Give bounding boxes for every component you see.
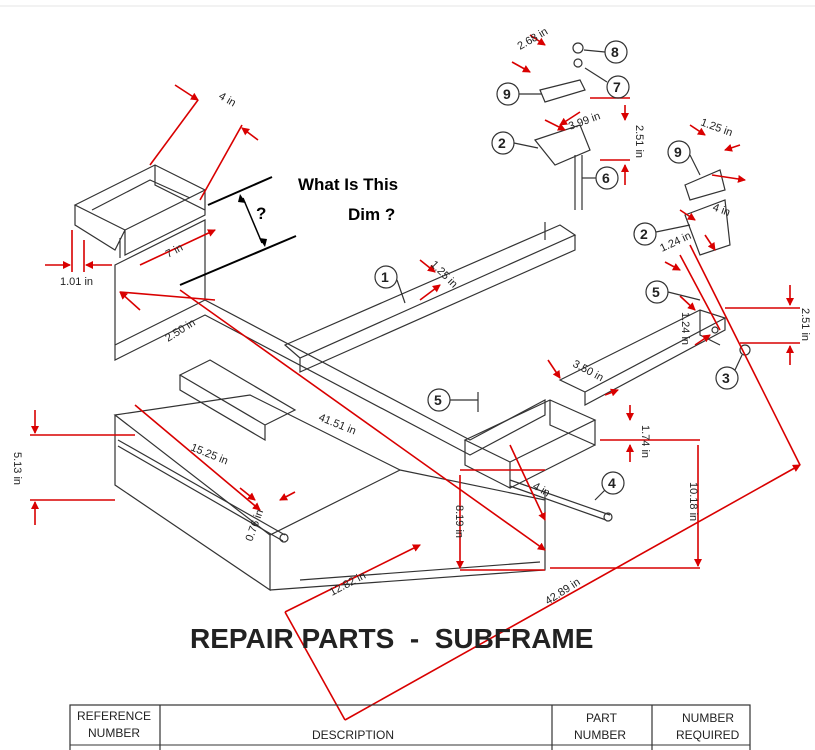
svg-text:5: 5	[434, 392, 442, 408]
dim-5-13in: 5.13 in	[11, 452, 23, 485]
callout-9b: 9	[667, 140, 701, 176]
receiver-box	[463, 399, 597, 489]
dim-4in-right: 4 in	[711, 202, 732, 219]
dim-41-51in: 41.51 in	[317, 412, 358, 438]
question-line-2: Dim ?	[348, 205, 395, 224]
part-callouts: 1 2 2 3 4 5 5 6 7 8 9 9	[374, 40, 743, 501]
dim-1-24in-a: 1.24 in	[658, 230, 693, 255]
dim-2-68in: 2.68 in	[516, 26, 551, 53]
svg-text:2: 2	[498, 135, 506, 151]
svg-text:3: 3	[722, 370, 730, 386]
rod	[117, 439, 286, 542]
callout-7: 7	[584, 67, 630, 99]
dim-15-25in: 15.25 in	[189, 442, 230, 468]
th-part-1: PART	[586, 711, 618, 725]
dim-1-24in-b: 1.24 in	[679, 312, 691, 345]
question-line-1: What Is This	[298, 175, 398, 194]
callout-3: 3	[715, 354, 743, 390]
dimension-lines	[30, 34, 801, 721]
dim-1-25in-right: 1.25 in	[699, 117, 734, 140]
pin	[509, 479, 611, 521]
callout-5b: 5	[645, 280, 701, 304]
main-beam	[114, 219, 546, 456]
dim-2-51in-top: 2.51 in	[633, 125, 645, 158]
lower-leg	[178, 359, 297, 442]
dim-2-51in-right: 2.51 in	[799, 308, 811, 341]
callout-6: 6	[582, 166, 619, 190]
th-part-2: NUMBER	[574, 728, 626, 742]
callout-1: 1	[374, 265, 406, 304]
parts-table: REFERENCE NUMBER DESCRIPTION PART NUMBER…	[69, 704, 751, 750]
svg-text:9: 9	[503, 86, 511, 102]
dimension-labels: 4 in 7 in 1.01 in 2.50 in 1.25 in 41.51 …	[11, 26, 811, 608]
svg-text:1: 1	[381, 269, 389, 285]
dim-1-74in: 1.74 in	[639, 425, 651, 458]
th-required-2: REQUIRED	[676, 728, 740, 742]
svg-text:2: 2	[640, 226, 648, 242]
cross-bar	[283, 222, 577, 373]
callout-8: 8	[583, 40, 628, 64]
dim-2-50in: 2.50 in	[163, 317, 197, 345]
dim-4in-top: 4 in	[217, 90, 238, 109]
dim-1-25in-bar: 1.25 in	[428, 259, 460, 291]
callout-4: 4	[594, 471, 625, 501]
dim-12-82in: 12.82 in	[328, 570, 368, 599]
svg-text:8: 8	[611, 44, 619, 60]
svg-text:5: 5	[652, 284, 660, 300]
bracket-right	[684, 169, 731, 256]
svg-text:9: 9	[674, 144, 682, 160]
svg-text:7: 7	[613, 79, 621, 95]
svg-text:6: 6	[602, 170, 610, 186]
question-annotation: ? What Is This Dim ?	[179, 175, 398, 286]
dim-7in: 7 in	[164, 242, 185, 261]
callout-2b: 2	[633, 222, 691, 246]
callout-5a: 5	[427, 388, 479, 412]
dim-3-50in: 3.50 in	[571, 358, 606, 384]
svg-text:4: 4	[608, 475, 616, 491]
page-title: REPAIR PARTS - SUBFRAME	[190, 623, 593, 654]
right-bar	[558, 309, 727, 407]
dim-3-99in: 3.99 in	[567, 110, 602, 133]
bracket-top	[533, 79, 591, 210]
th-required-1: NUMBER	[682, 711, 734, 725]
callout-2a: 2	[491, 131, 539, 155]
question-marker: ?	[256, 204, 266, 223]
th-description: DESCRIPTION	[312, 728, 394, 742]
th-reference-2: NUMBER	[88, 726, 140, 740]
th-reference-1: REFERENCE	[77, 709, 151, 723]
dim-8-19in: 8.19 in	[453, 505, 465, 538]
callout-9a: 9	[496, 82, 542, 106]
dim-1-01in: 1.01 in	[60, 276, 93, 288]
subframe-drawing	[73, 42, 751, 592]
dim-10-18in: 10.18 in	[687, 482, 699, 521]
dim-42-89in: 42.89 in	[543, 576, 582, 607]
